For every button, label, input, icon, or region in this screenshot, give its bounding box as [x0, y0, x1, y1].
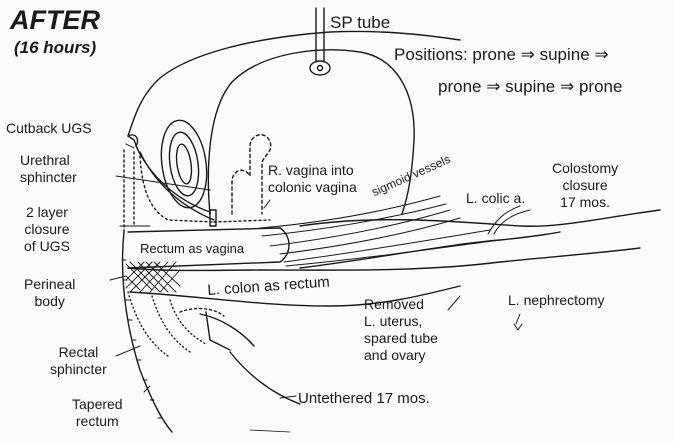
right-vagina: [232, 135, 271, 214]
label-cutback-ugs: Cutback UGS: [6, 120, 92, 137]
positions-line-2: prone ⇒ supine ⇒ prone: [438, 76, 622, 97]
ovary-oval: [156, 117, 212, 210]
left-colic-artery: [488, 206, 530, 234]
label-removed-uterus: Removed L. uterus, spared tube and ovary: [364, 296, 438, 364]
page-title: AFTER: [10, 4, 100, 36]
label-right-vagina: R. vagina into colonic vagina: [268, 162, 357, 196]
label-colostomy-closure: Colostomy closure 17 mos.: [552, 160, 618, 211]
sp-tube-balloon: [310, 61, 330, 75]
label-tapered-rectum: Tapered rectum: [72, 396, 123, 430]
positions-line-1: Positions: prone ⇒ supine ⇒: [394, 44, 609, 65]
label-rectum-as-vagina: Rectum as vagina: [140, 240, 244, 257]
label-urethral-sphincter: Urethral sphincter: [20, 152, 77, 186]
label-perineal-body: Perineal body: [24, 276, 75, 310]
sp-tube-label: SP tube: [330, 12, 390, 33]
sigmoid-vessels: [260, 196, 500, 266]
label-untethered: Untethered 17 mos.: [298, 390, 430, 407]
label-left-nephrectomy: L. nephrectomy: [508, 292, 605, 309]
page-subtitle: (16 hours): [14, 38, 96, 58]
label-closure-ugs: 2 layer closure of UGS: [24, 204, 70, 255]
sp-tube: [316, 8, 324, 62]
label-rectal-sphincter: Rectal sphincter: [50, 344, 107, 378]
label-left-colic-artery: L. colic a.: [466, 190, 525, 207]
